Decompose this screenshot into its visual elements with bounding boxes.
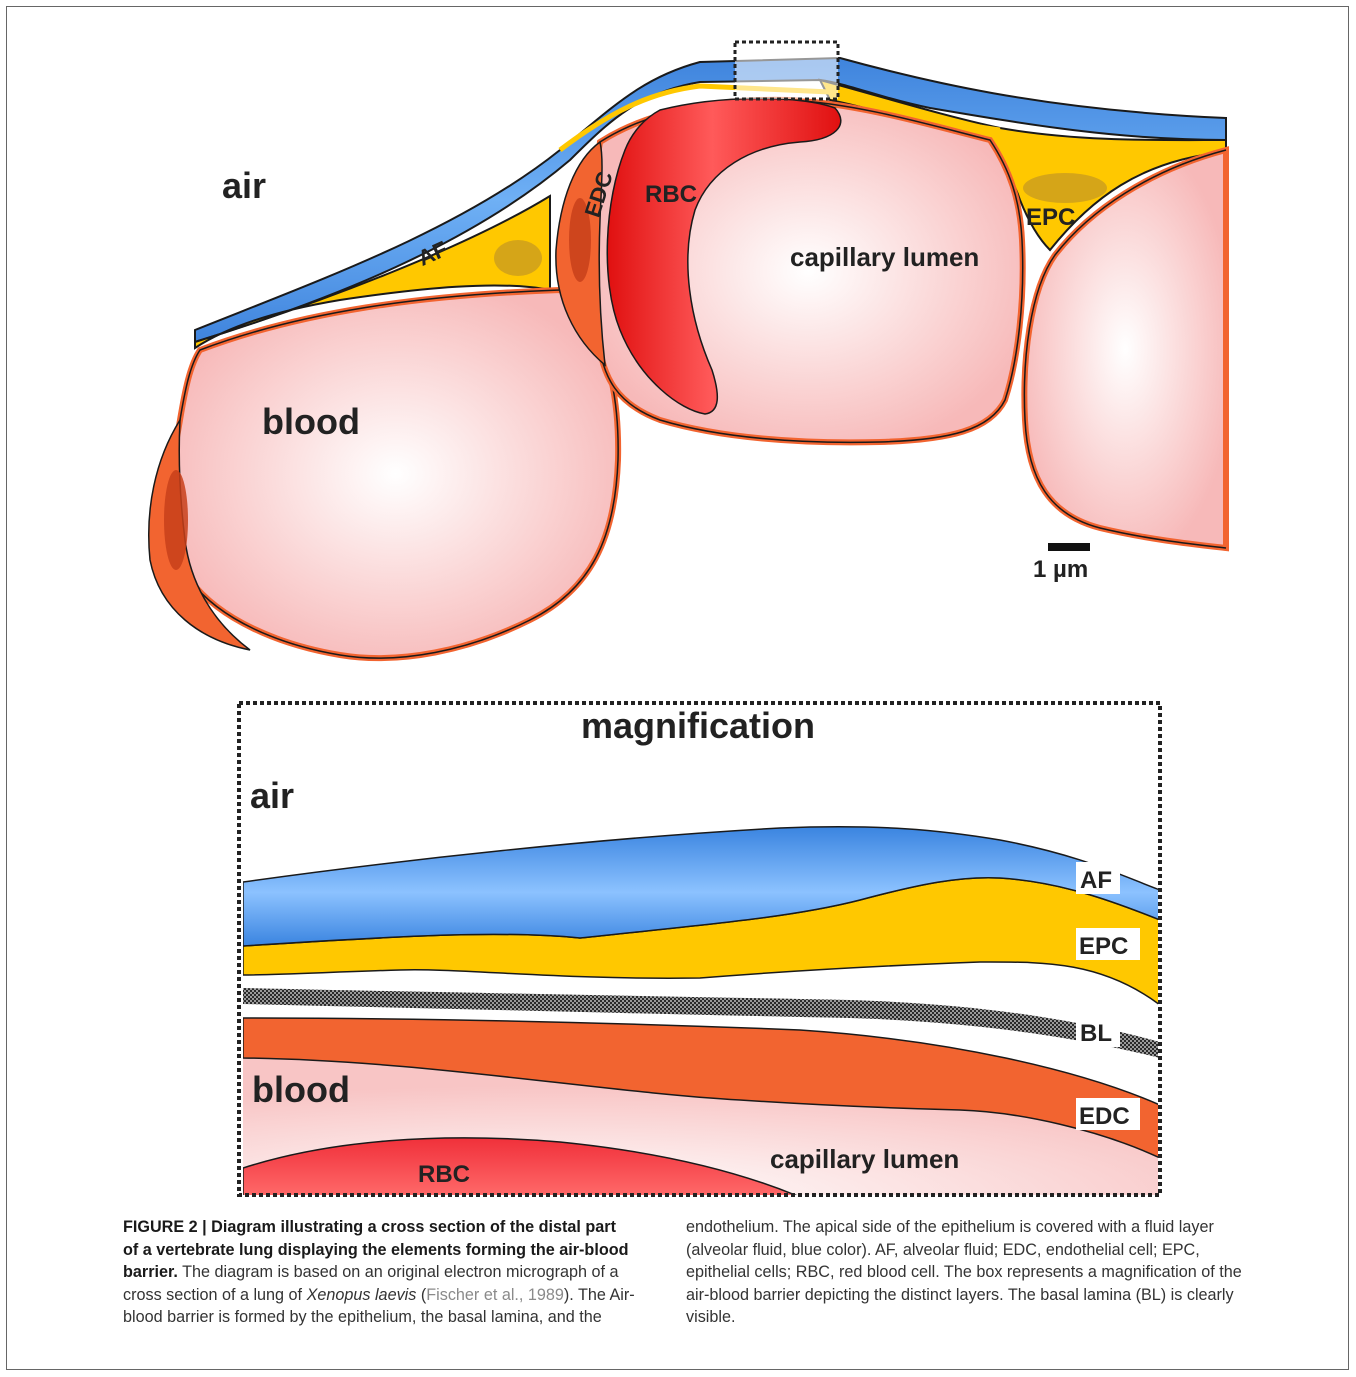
- label-rbc-top: RBC: [645, 181, 697, 208]
- top-diagram: air blood AF EDC RBC capillary lumen EPC…: [149, 42, 1226, 658]
- mag-label-bl: BL: [1080, 1020, 1112, 1047]
- figure-caption-right: endothelium. The apical side of the epit…: [686, 1216, 1246, 1329]
- endothelial-nucleus-left: [164, 470, 188, 570]
- scale-bar: [1048, 543, 1090, 551]
- mag-title: magnification: [581, 705, 815, 746]
- capillary-left: [173, 290, 618, 658]
- magnification-panel: magnification air blood AF EPC BL EDC RB…: [239, 703, 1160, 1197]
- label-blood-top: blood: [262, 401, 360, 442]
- mag-label-epc: EPC: [1079, 933, 1128, 960]
- label-capillary-lumen-top: capillary lumen: [790, 242, 979, 272]
- magnification-marker: [735, 42, 838, 99]
- mag-label-edc: EDC: [1079, 1103, 1130, 1130]
- mag-label-air: air: [250, 775, 294, 816]
- epithelial-nucleus-right: [1023, 173, 1107, 203]
- label-air-top: air: [222, 165, 266, 206]
- mag-label-blood: blood: [252, 1069, 350, 1110]
- figure-caption-left: FIGURE 2 | Diagram illustrating a cross …: [123, 1216, 635, 1329]
- mag-label-capillary-lumen: capillary lumen: [770, 1144, 959, 1174]
- mag-label-af: AF: [1080, 867, 1112, 894]
- epithelial-nucleus-left: [494, 240, 542, 276]
- caption-species: Xenopus laevis: [307, 1286, 417, 1304]
- mag-label-rbc: RBC: [418, 1161, 470, 1188]
- caption-reference-link[interactable]: Fischer et al., 1989: [426, 1286, 564, 1304]
- caption-text-2: (: [416, 1286, 426, 1304]
- scale-bar-label: 1 µm: [1033, 556, 1088, 583]
- label-epc-top: EPC: [1026, 204, 1075, 231]
